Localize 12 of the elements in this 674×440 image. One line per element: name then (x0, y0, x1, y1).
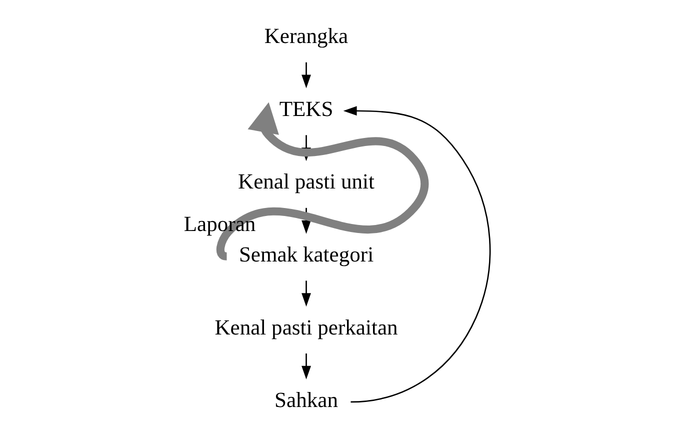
node-text: Sahkan (274, 388, 338, 412)
arrow (343, 106, 490, 403)
node-text: Kenal pasti unit (238, 170, 374, 194)
arrow (216, 102, 429, 260)
arrow (302, 280, 311, 307)
node-text: TEKS (279, 96, 334, 121)
arrow (302, 62, 311, 88)
node-text: Kerangka (264, 24, 348, 48)
node-text: Kenal pasti perkaitan (214, 315, 398, 340)
arrow (302, 353, 311, 380)
edge-label: Laporan (184, 212, 256, 236)
node-text: Semak kategori (238, 242, 374, 267)
